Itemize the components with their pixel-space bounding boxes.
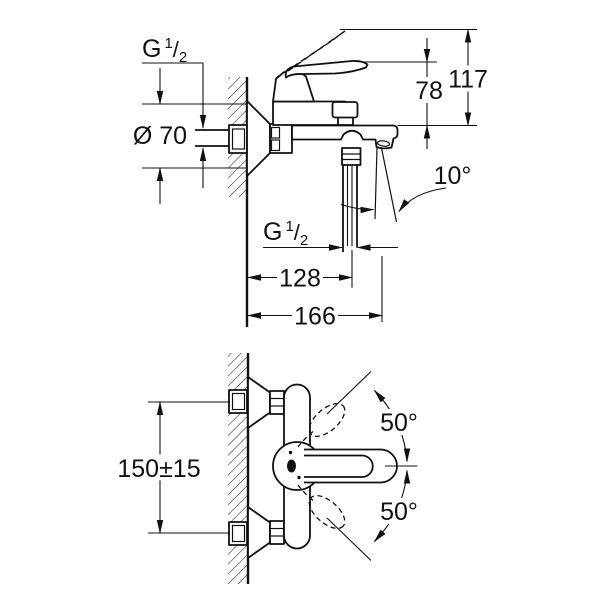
open-lever-dashed-tip	[332, 30, 346, 41]
union-square-bottom-inner	[231, 524, 246, 543]
open-lever-dashed-upper	[287, 30, 346, 72]
label-bg-78	[412, 77, 446, 103]
dome-dot-bottom	[297, 475, 301, 480]
diameter-dimension: Ø 70	[133, 68, 246, 204]
escutcheon-cone-top	[247, 376, 271, 429]
label-bg-50-upper	[377, 409, 421, 435]
lever-inner-line	[304, 454, 374, 478]
open-lever-height-label: 117	[448, 66, 488, 94]
label-bg-150	[116, 454, 202, 481]
angle-arrow-left	[340, 203, 375, 214]
escutcheon-cone	[246, 100, 271, 177]
union-nut-bottom	[269, 520, 285, 545]
lever-dashed-upper-join	[297, 431, 314, 448]
shower-outlet-distance-label: 128	[279, 265, 321, 293]
angle-leg-vertical	[374, 147, 378, 220]
spout-projection-label: 166	[294, 303, 336, 331]
mixer-body-plan	[272, 383, 418, 550]
lever-handle-side	[284, 60, 369, 79]
spout-angle-label: 10°	[434, 162, 472, 190]
union-thread-upper	[270, 126, 281, 139]
label-bg-117	[448, 65, 488, 92]
wall-section-plan	[228, 353, 285, 584]
escutcheon-cone-bottom	[247, 506, 271, 559]
lever-swing-upper-label: 50°	[380, 409, 418, 437]
diverter-knob	[331, 101, 359, 119]
swing-leg-lower	[326, 517, 372, 561]
spout-arm	[291, 124, 399, 150]
lever-swing-lower-label: 50°	[380, 498, 418, 526]
height-dimensions: 78 117	[340, 28, 488, 149]
angle-leader	[398, 187, 447, 213]
arrow-swing-upper-out	[373, 389, 386, 403]
wall-hatch-plan	[228, 353, 248, 584]
label-bg-50-lower	[377, 498, 421, 524]
arrow-swing-lower-out	[373, 529, 386, 543]
swing-angle-annotations: 50° 50°	[326, 371, 421, 561]
aerator-outlet	[376, 140, 391, 147]
union-nut-top	[269, 390, 285, 415]
lever-dashed-lower-join	[297, 484, 314, 501]
union-thread-lower	[270, 139, 281, 152]
indicator-oval	[287, 459, 296, 473]
swing-leg-upper	[326, 371, 372, 415]
label-bg-166	[292, 302, 338, 329]
label-bg-128	[277, 264, 323, 291]
mixer-body-side	[246, 30, 399, 252]
union-square-top-inner	[231, 392, 246, 411]
shower-outlet-nut	[341, 147, 362, 166]
connection-spacing-label: 150±15	[117, 455, 200, 483]
wall-union-square-inner	[231, 128, 246, 150]
angle-leg-tilted	[380, 147, 398, 223]
lever-height-label: 78	[415, 77, 443, 105]
diameter-label: Ø 70	[133, 122, 187, 150]
spout-angle-annotation: 10°	[340, 147, 472, 223]
dome-dot-top	[288, 450, 293, 455]
plan-view: 50° 50° 150±15	[116, 353, 421, 584]
spacing-dimension: 150±15	[116, 401, 230, 534]
